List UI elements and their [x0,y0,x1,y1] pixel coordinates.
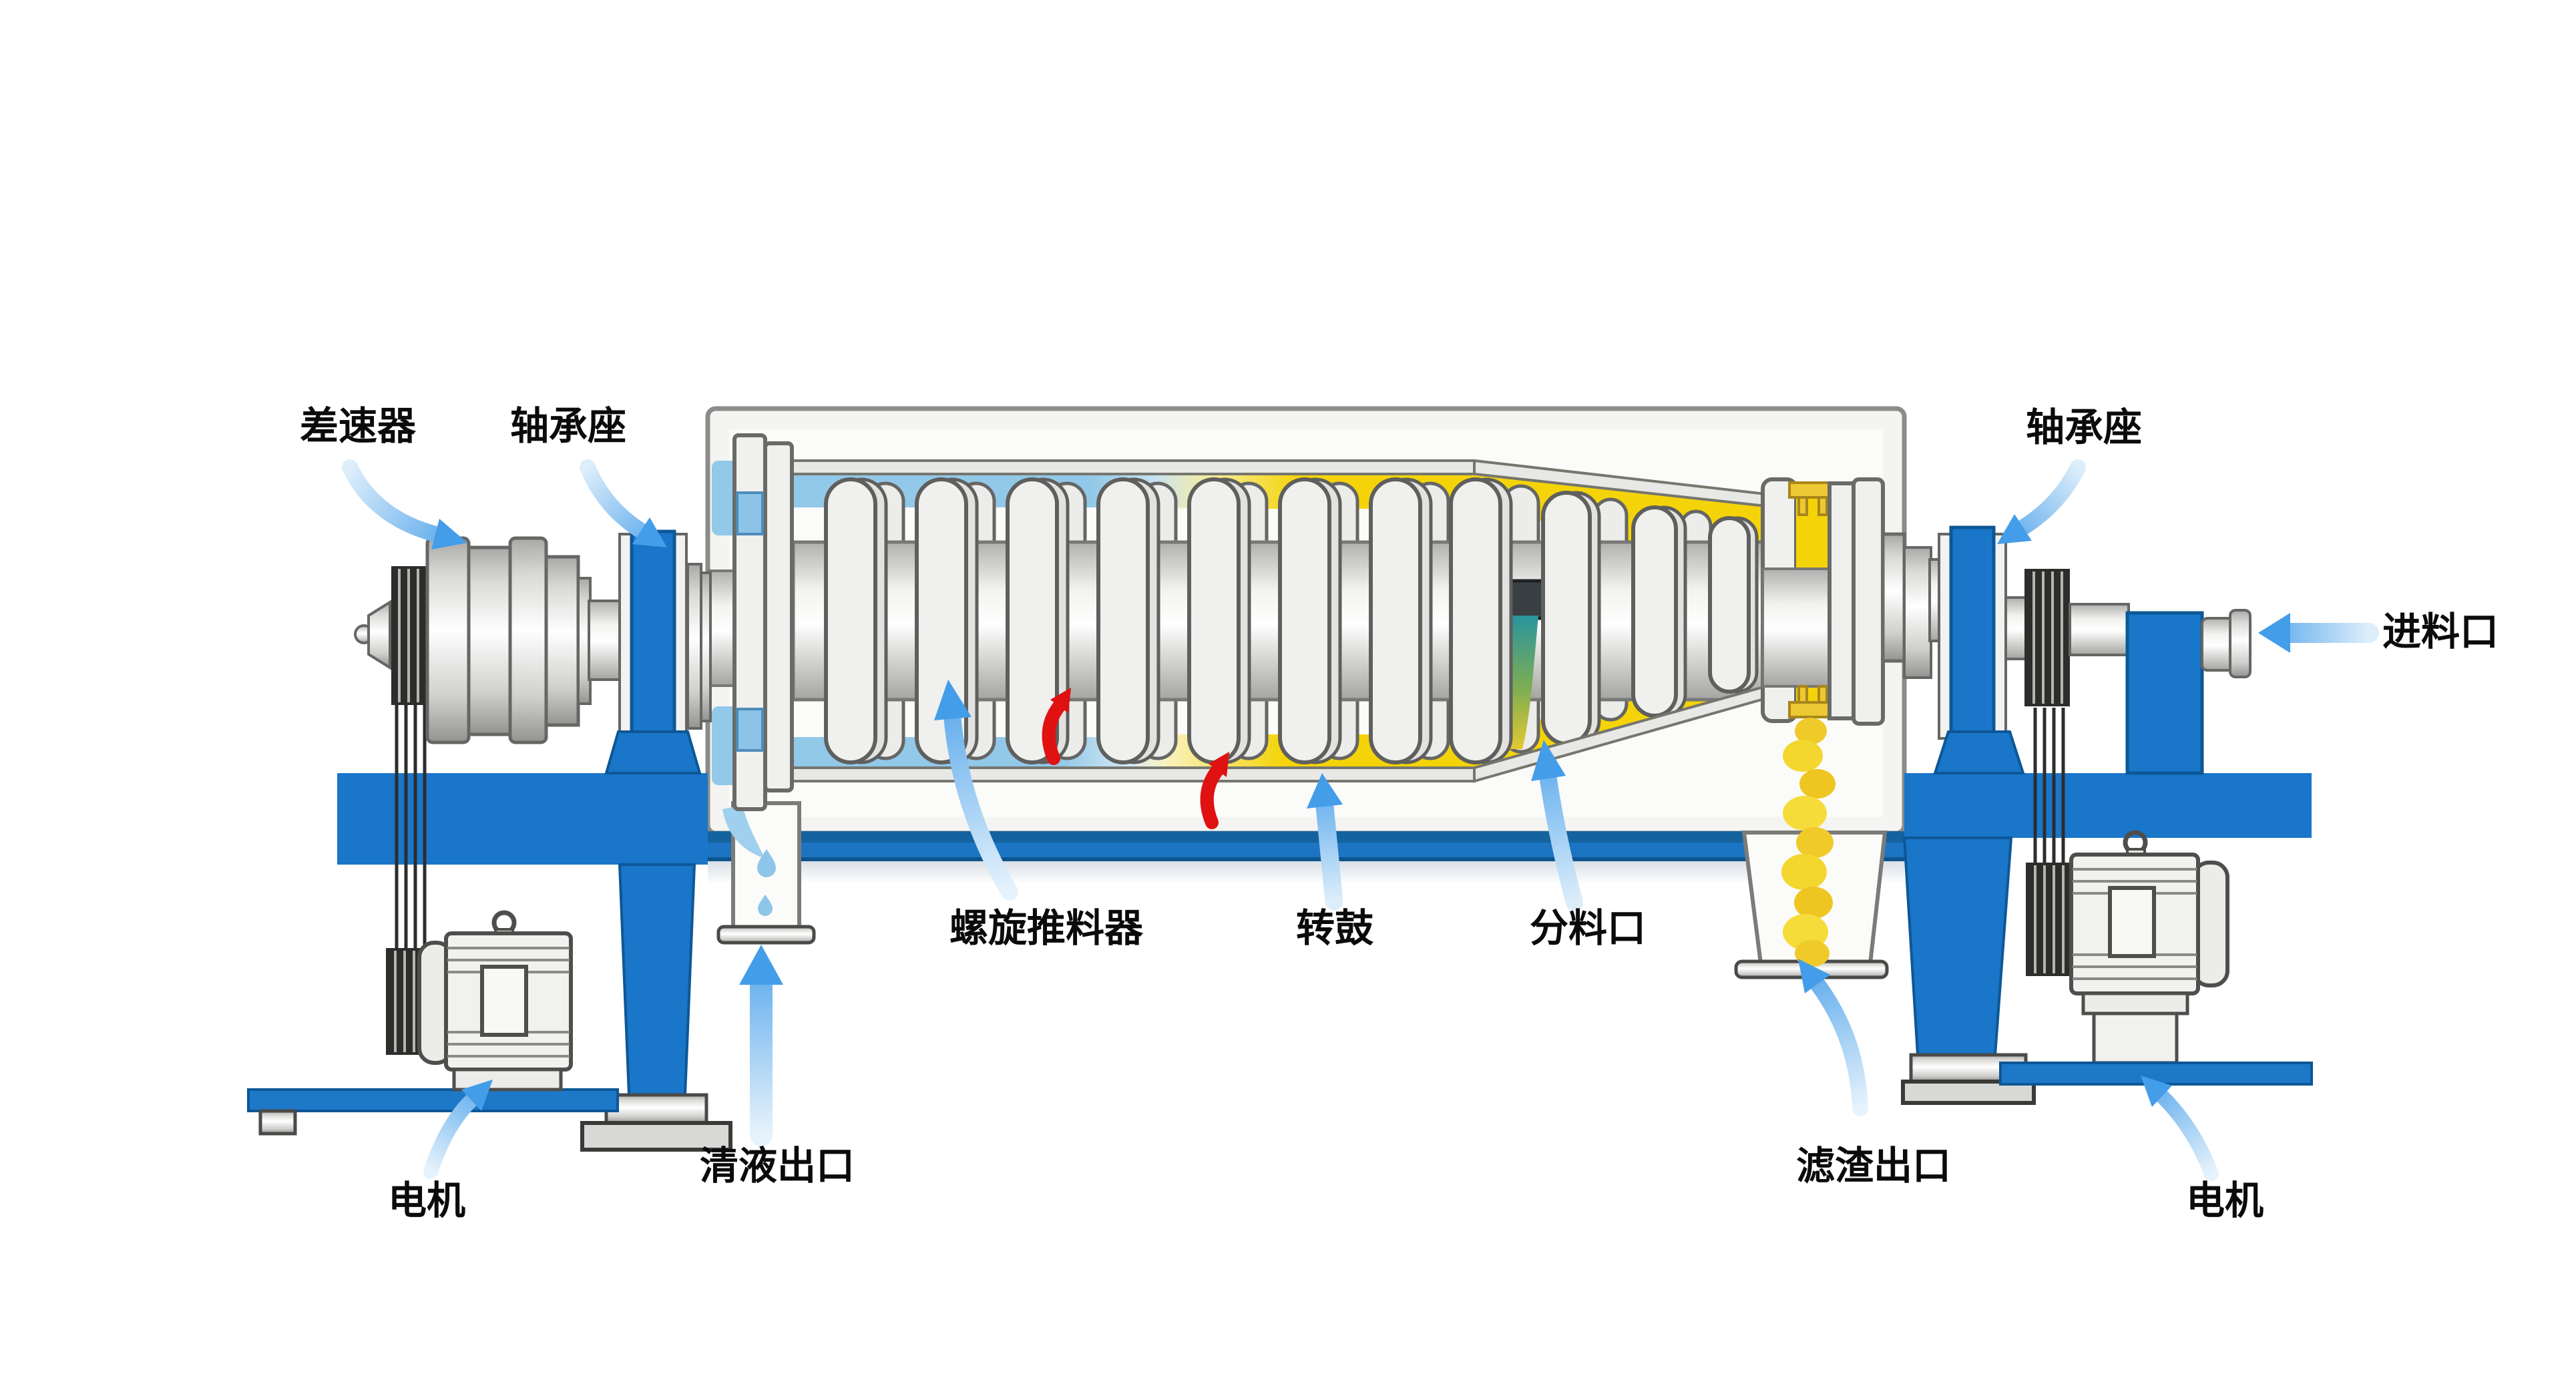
water-drop [757,849,776,877]
differential-pulley [391,566,426,705]
junction-box [480,965,528,1037]
arrow-differential [342,459,467,549]
right-bearing-pedestal [1903,525,2025,774]
label-drum: 转鼓 [1296,907,1374,950]
differential-gearbox [354,536,621,744]
arrow-motor-left [423,1080,493,1179]
right-shaft-and-pulley [2004,569,2130,706]
label-distribution-port: 分料口 [1530,907,1646,950]
label-differential: 差速器 [300,405,417,448]
junction-box [2108,886,2156,958]
right-belt [2033,708,2065,868]
arrow-bearing-right [1997,459,2086,544]
left-foot-upper [604,1093,708,1125]
label-bearing-left: 轴承座 [510,405,626,448]
arrow-motor-right [2141,1076,2219,1181]
arrow-residue-outlet [1798,959,1868,1116]
drum-end-assembly [1761,477,1906,726]
left-motor-shelf [247,1088,619,1136]
water-drop [758,895,773,916]
label-feed-inlet: 进料口 [2382,610,2499,654]
right-foot-lower [1901,1080,2036,1105]
label-clear-liquid-outlet: 清液出口 [700,1144,855,1188]
arrow-bearing-left [580,459,667,547]
left-coupling-discs [686,563,712,730]
arrow-feed-inlet [2258,613,2379,653]
feed-inlet-assembly [2125,609,2251,775]
flange-bolt-top [736,491,764,535]
right-motor-pulley [2026,863,2070,976]
base-frame [337,773,2312,1152]
arrow-screw-conveyor [934,680,1018,901]
flow-arrow-red [1200,752,1229,829]
drum-left-flange [708,433,795,811]
label-screw-conveyor: 螺旋推料器 [949,907,1144,950]
flow-arrow-red [1042,688,1071,765]
left-bearing-pedestal [604,529,702,774]
motor-base [452,1068,563,1092]
left-belt [395,694,427,965]
arrow-clear-liquid-outlet [739,945,783,1146]
flange-bolt-bottom [736,708,764,752]
right-support-block [1904,773,2312,838]
motor-base [2081,991,2189,1015]
label-residue-outlet: 滤渣出口 [1796,1144,1951,1188]
left-foot-lower [580,1121,732,1152]
arrow-drum [1307,773,1343,911]
left-motor [386,910,573,1092]
liquid-swoosh [722,805,765,859]
residue-particles [1781,718,1836,967]
feed-pipe [2201,617,2234,672]
clear-liquid-funnel [716,801,816,945]
label-motor-left: 电机 [388,1179,465,1222]
right-motor [2026,830,2229,1065]
label-bearing-right: 轴承座 [2026,406,2142,449]
left-support-block [337,773,708,865]
right-leg [1902,837,2013,1056]
feed-pipe-ring [2229,609,2251,678]
arrow-distribution-port [1531,740,1583,911]
left-leg [618,863,696,1096]
screw-blades-near [824,477,1759,764]
label-motor-right: 电机 [2186,1179,2264,1222]
